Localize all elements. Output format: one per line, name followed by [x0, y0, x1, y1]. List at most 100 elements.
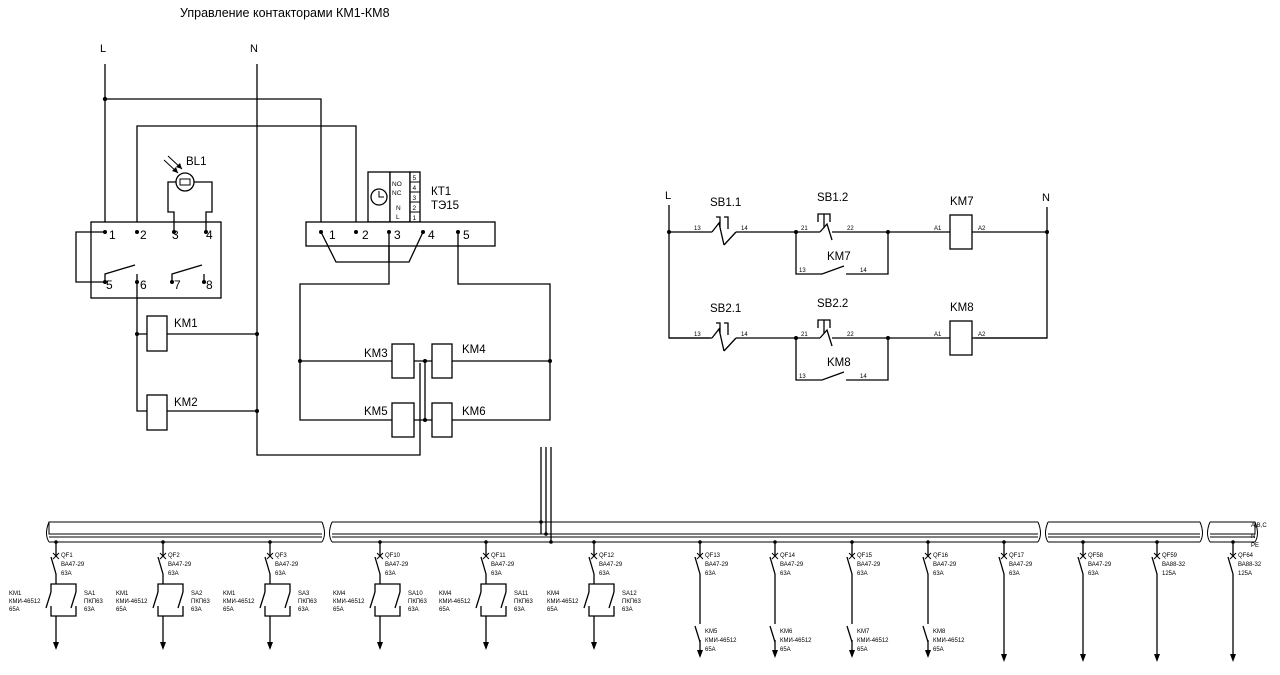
breaker-rating: 125A: [1162, 571, 1176, 577]
breaker-rating: 63A: [1088, 571, 1099, 577]
feeder-arrow: [53, 642, 59, 650]
coil-km1-label: KM1: [174, 318, 198, 330]
timer-pin-label: 3: [394, 228, 401, 242]
contactor-type: КМИ-46512: [780, 638, 812, 644]
switch-type: ПКП63: [408, 599, 427, 605]
feeder-arrow: [591, 642, 597, 650]
relay-pin-label: 7: [174, 278, 181, 292]
timer-model: ТЭ15: [431, 200, 459, 212]
terminal-label: 14: [860, 374, 867, 380]
breaker-rating: 63A: [857, 571, 868, 577]
contactor-contact: [846, 625, 853, 643]
breaker-type: ВА47-29: [61, 562, 85, 568]
breaker-label: QF1: [61, 553, 73, 559]
breaker-type: ВА88-32: [1162, 562, 1186, 568]
bus-label-n: N: [1251, 534, 1255, 540]
relay-pin-label: 4: [206, 228, 213, 242]
start-button-contact: [723, 231, 737, 246]
relay-pin-5: [103, 280, 107, 284]
breaker-blade: [264, 556, 271, 575]
terminal-label: 21: [801, 226, 808, 232]
relay-pin-2: [135, 230, 139, 234]
contactor-contact: [369, 591, 376, 609]
contactor-label: KM5: [705, 629, 718, 635]
breaker-cross: [590, 552, 598, 560]
contactor-type: КМИ-46512: [9, 599, 41, 605]
switch-wire: [270, 606, 291, 617]
breaker-label: QF11: [491, 553, 506, 559]
terminal-label: A1: [934, 226, 942, 232]
junction-dot: [255, 332, 259, 336]
feeder-arrow: [849, 650, 855, 658]
contactor-type: КМИ-46512: [333, 599, 365, 605]
contactor-contact: [769, 625, 776, 643]
contactor-contact: [45, 591, 52, 609]
junction-dot: [298, 359, 302, 363]
contactor-label: KM4: [333, 591, 346, 597]
breaker-label: QF10: [385, 553, 401, 559]
switch-wire: [380, 583, 401, 592]
coil-km1: [146, 315, 168, 352]
switch-type: ПКП63: [622, 599, 641, 605]
feeder-arrow: [483, 642, 489, 650]
strip-label: NC: [392, 190, 402, 197]
button-n-rail: [975, 207, 1048, 339]
contactor-rating: 65А: [333, 607, 344, 613]
breaker-label: QF2: [168, 553, 180, 559]
timer-pin-label: 5: [463, 228, 470, 242]
contactor-rating: 65А: [857, 647, 868, 653]
terminal-label: 22: [847, 226, 854, 232]
switch-wire: [56, 606, 77, 617]
contactor-wire: [588, 606, 594, 617]
contactor-contact: [694, 625, 701, 643]
contactor-contact: [475, 591, 482, 609]
breaker-rating: 63A: [61, 571, 72, 577]
timer-out-5: [452, 232, 551, 421]
switch-wire: [486, 583, 507, 592]
contactor-label: KM6: [780, 629, 793, 635]
breaker-label: QF13: [705, 553, 721, 559]
start-button-contact: [711, 221, 725, 246]
contactor-type: КМИ-46512: [547, 599, 579, 605]
terminal-label: 13: [799, 268, 806, 274]
breaker-rating: 63A: [933, 571, 944, 577]
stop-button-contact: [819, 222, 833, 241]
contactor-type: КМИ-46512: [439, 599, 471, 605]
terminal-label: 13: [799, 374, 806, 380]
hold-contact: [846, 338, 889, 381]
switch-rating: 63A: [298, 607, 309, 613]
contactor-wire: [264, 606, 270, 617]
switch-type: ПКП63: [298, 599, 317, 605]
breaker-cross: [1079, 552, 1087, 560]
feeder-arrow: [925, 650, 931, 658]
wire-km2: [136, 334, 147, 412]
relay-contact-7-8: [171, 264, 203, 282]
relay-pin-7: [170, 280, 174, 284]
junction-dot: [423, 418, 427, 422]
switch-rating: 63A: [622, 607, 633, 613]
strip-number: 5: [413, 175, 417, 182]
breaker-rating: 125A: [1238, 571, 1252, 577]
light-arrow-head: [172, 167, 178, 173]
contactor-contact: [922, 625, 929, 643]
start-button-contact: [711, 327, 725, 352]
feeder-arrow: [377, 642, 383, 650]
timer-pin-2: [354, 230, 358, 234]
feeder-arrow: [1230, 654, 1236, 662]
breaker-blade: [588, 556, 595, 575]
coil-km2: [146, 394, 168, 431]
timer-name: КТ1: [431, 186, 451, 198]
switch-label: SA3: [298, 591, 310, 597]
breaker-label: QF15: [857, 553, 873, 559]
breaker-cross: [52, 552, 60, 560]
relay-pin-label: 1: [109, 228, 116, 242]
switch-type: ПКП63: [191, 599, 210, 605]
switch-label: SA12: [622, 591, 637, 597]
start-button-actuator: [724, 322, 729, 335]
